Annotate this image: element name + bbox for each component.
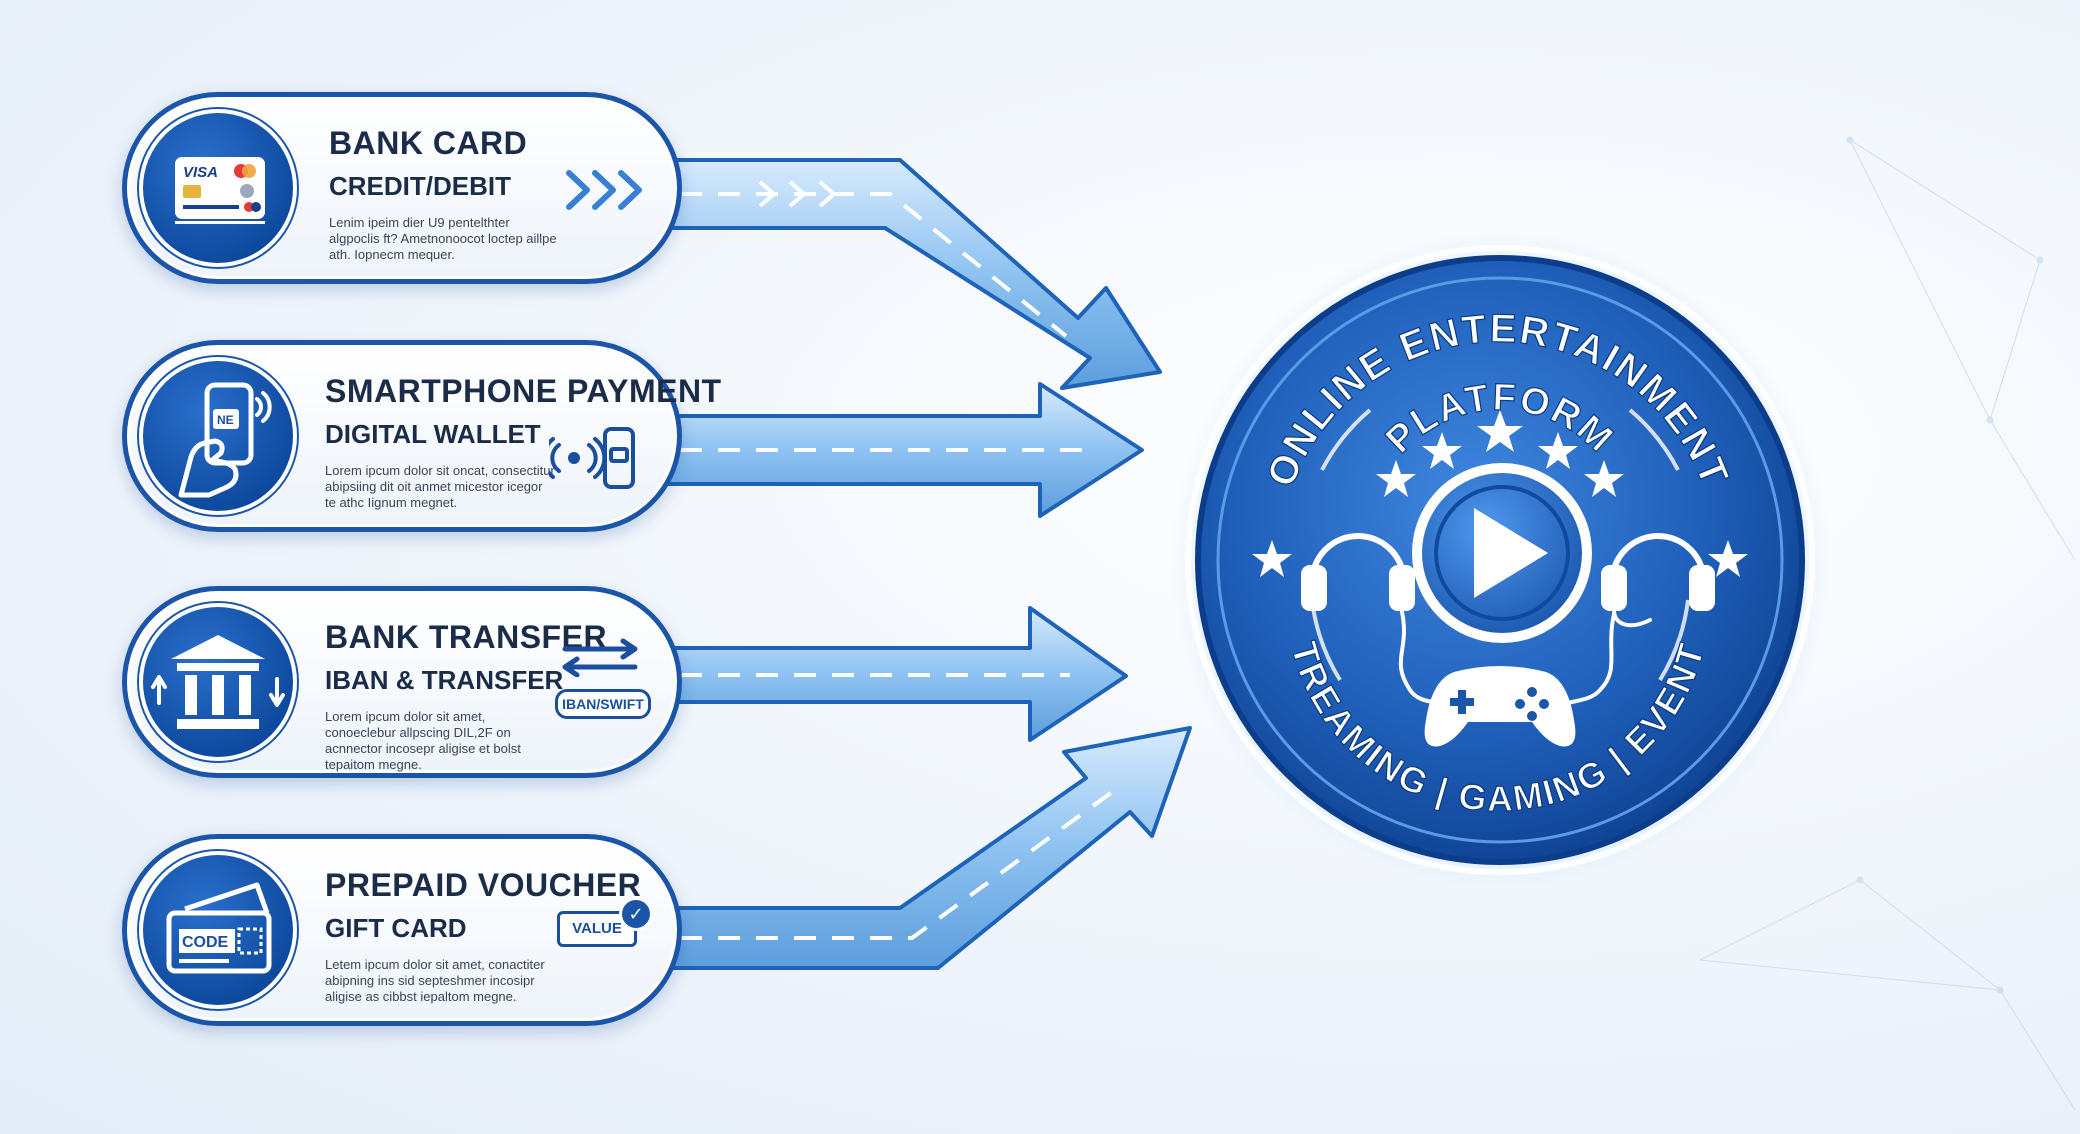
chevron-arrows-icon <box>563 167 647 218</box>
method-title: SMARTPHONE PAYMENT <box>325 373 722 409</box>
method-description: Lenim ipeim dier U9 pentelthter algpocli… <box>329 215 557 262</box>
method-description: Lorem ipcum dolor sit amet, conoeclebur … <box>325 709 521 772</box>
flow-arrow-bank-card <box>658 158 1162 390</box>
iban-swift-badge: IBAN/SWIFT <box>555 689 651 719</box>
nfc-phone-icon <box>541 425 639 496</box>
svg-text:NE: NE <box>217 413 234 427</box>
gamepad-icon <box>1424 666 1576 747</box>
credit-card-icon: VISA <box>139 109 297 267</box>
star-icons <box>1252 410 1748 577</box>
method-description: Letem ipcum dolor sit amet, conactiter a… <box>325 957 545 1004</box>
method-description: Lorem ipcum dolor sit oncat, consectitur… <box>325 463 555 510</box>
method-title: PREPAID VOUCHER <box>325 867 642 903</box>
headphones-icon <box>1301 533 1448 708</box>
method-bank-card: VISA BANK CARD CREDIT/DEBIT Lenim ipeim … <box>122 92 682 284</box>
method-subtitle: GIFT CARD <box>325 913 467 943</box>
transfer-arrows-icon <box>555 637 645 682</box>
background-network <box>1699 136 2076 1111</box>
checkmark-icon: ✓ <box>619 897 653 931</box>
svg-text:VISA: VISA <box>183 164 218 181</box>
flow-arrow-smartphone <box>658 382 1144 518</box>
method-subtitle: CREDIT/DEBIT <box>329 171 511 201</box>
flow-arrow-bank-transfer <box>658 606 1128 742</box>
method-bank-transfer: BANK TRANSFER IBAN & TRANSFER Lorem ipcu… <box>122 586 682 778</box>
method-prepaid-voucher: CODE PREPAID VOUCHER GIFT CARD Letem ipc… <box>122 834 682 1026</box>
method-subtitle: DIGITAL WALLET <box>325 419 541 449</box>
voucher-code-icon: CODE <box>139 851 297 1009</box>
method-title: BANK TRANSFER <box>325 619 608 655</box>
svg-text:CODE: CODE <box>182 934 229 951</box>
smartphone-hand-icon: NE <box>139 357 297 515</box>
method-subtitle: IBAN & TRANSFER <box>325 665 564 695</box>
headset-icon <box>1558 533 1715 708</box>
bank-building-icon <box>139 603 297 761</box>
play-button-icon <box>1412 463 1592 643</box>
method-title: BANK CARD <box>329 125 528 161</box>
flow-arrow-voucher <box>658 726 1192 970</box>
method-smartphone-payment: NE SMARTPHONE PAYMENT DIGITAL WALLET Lor… <box>122 340 721 532</box>
